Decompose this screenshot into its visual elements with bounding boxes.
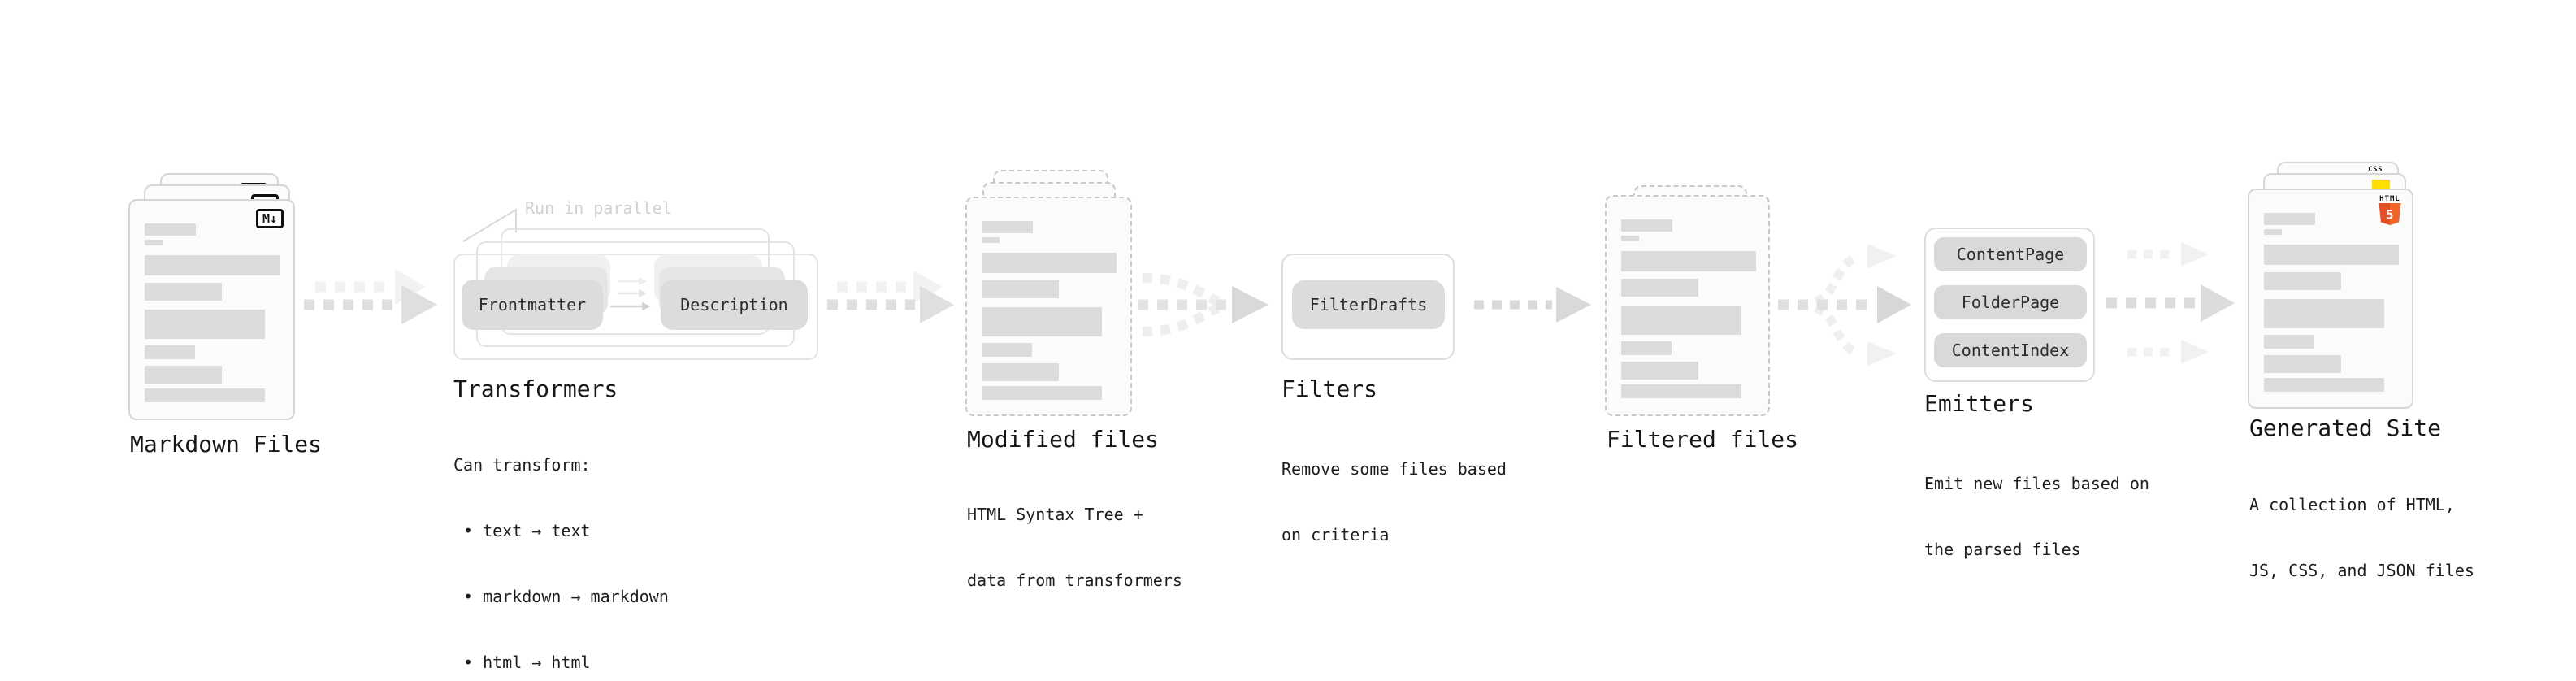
filtered-files-label: Filtered files [1607, 426, 1799, 453]
transformers-bullet: • text → text [463, 521, 591, 540]
contentindex-pill: ContentIndex [1934, 333, 2087, 367]
emitters-desc-line: Emit new files based on [1924, 474, 2149, 493]
transformers-box [453, 254, 818, 360]
modified-desc-line: data from transformers [967, 570, 1182, 590]
js-icon [2372, 180, 2390, 190]
transformers-description: Can transform: • text → text • markdown … [453, 410, 669, 681]
modified-files-label: Modified files [967, 426, 1160, 453]
description-pill: Description [661, 280, 808, 330]
emitters-label: Emitters [1924, 390, 2034, 417]
arrow-filters-to-filtered [1474, 287, 1591, 323]
generated-desc-line: A collection of HTML, [2249, 495, 2455, 514]
transformers-desc-title: Can transform: [453, 455, 591, 475]
transform-flow-arrows [610, 277, 651, 310]
folderpage-pill: FolderPage [1934, 285, 2087, 319]
html5-icon-word: HTML [2379, 195, 2400, 203]
run-in-parallel-note: Run in parallel [525, 198, 672, 218]
doc-skeleton [2264, 213, 2400, 392]
emitters-desc-line: the parsed files [1924, 540, 2081, 559]
doc-skeleton [982, 221, 1119, 400]
filters-desc-line: on criteria [1281, 525, 1390, 544]
transformers-bullet: • html → html [463, 653, 591, 672]
generated-site-label: Generated Site [2249, 414, 2442, 441]
modified-files-description: HTML Syntax Tree + data from transformer… [967, 460, 1182, 635]
generated-desc-line: JS, CSS, and JSON files [2249, 561, 2474, 580]
filters-description: Remove some files based on criteria [1281, 414, 1507, 590]
html5-shield: 5 [2379, 203, 2401, 225]
doc-skeleton [1621, 219, 1757, 398]
run-in-parallel-leader-line [462, 208, 517, 242]
filterdrafts-pill: FilterDrafts [1292, 280, 1445, 329]
transformers-label: Transformers [453, 375, 618, 402]
modified-file-card [965, 197, 1132, 416]
modified-desc-line: HTML Syntax Tree + [967, 505, 1143, 524]
html5-icon: HTML 5 [2378, 195, 2402, 225]
markdown-icon: M↓ [255, 209, 284, 228]
emitters-description: Emit new files based on the parsed files [1924, 429, 2149, 605]
filters-desc-line: Remove some files based [1281, 459, 1507, 479]
contentpage-pill: ContentPage [1934, 237, 2087, 271]
arrow-markdown-to-transformers [304, 269, 437, 324]
transformers-bullet: • markdown → markdown [463, 587, 669, 606]
svg-text:5: 5 [2386, 208, 2393, 223]
generated-site-description: A collection of HTML, JS, CSS, and JSON … [2249, 450, 2474, 626]
css-icon-word: CSS [2368, 166, 2383, 174]
arrow-transformers-to-modified [827, 271, 954, 323]
doc-skeleton [145, 223, 282, 402]
filtered-file-card [1605, 195, 1770, 416]
arrow-emitters-to-generated [2106, 242, 2235, 364]
arrow-filtered-to-emitters-fanout [1778, 244, 1911, 366]
arrow-modified-to-filters-merge [1138, 273, 1268, 336]
markdown-file-card: M↓ [128, 199, 295, 420]
html-file-card: HTML 5 [2248, 189, 2413, 409]
filters-label: Filters [1281, 375, 1378, 402]
frontmatter-pill: Frontmatter [462, 280, 603, 330]
markdown-files-label: Markdown Files [130, 431, 323, 458]
